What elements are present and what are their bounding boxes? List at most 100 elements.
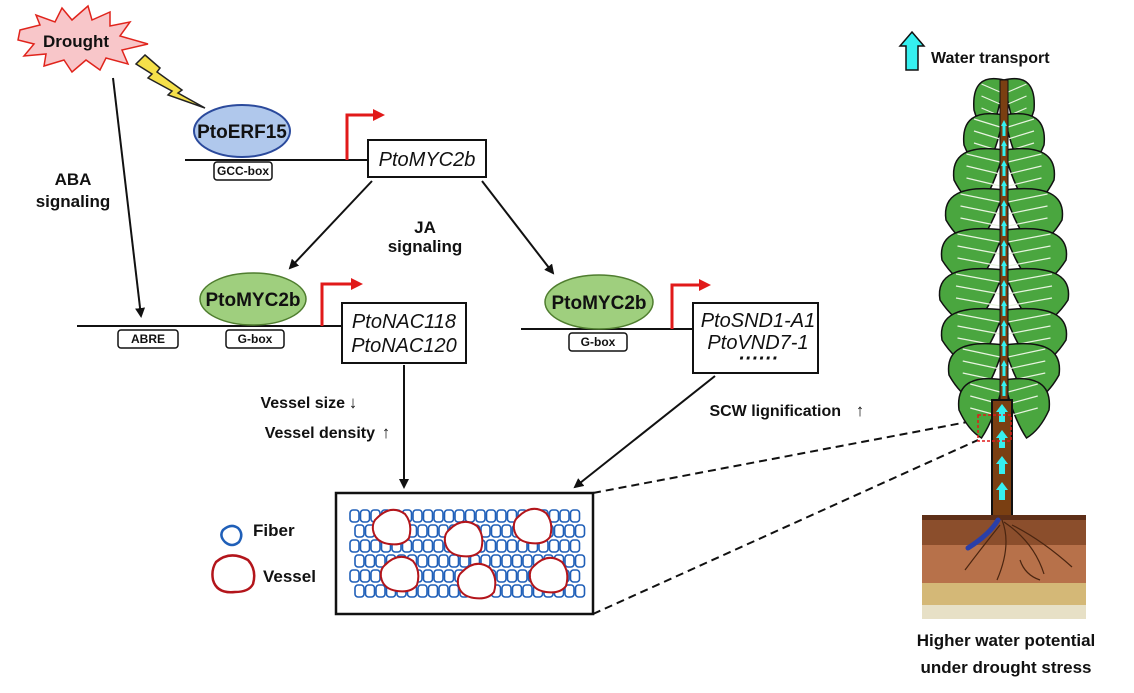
fiber-cell xyxy=(496,569,507,583)
leaf-vein xyxy=(1007,325,1051,335)
vessel-cell xyxy=(379,555,420,593)
fiber-cell xyxy=(364,554,376,568)
fiber-cell xyxy=(501,554,512,568)
leaf-vein xyxy=(1007,217,1048,227)
fiber-cell xyxy=(511,584,523,598)
fiber-cell xyxy=(511,554,523,568)
abre-box xyxy=(117,329,179,349)
ja-arrow-right xyxy=(481,180,555,275)
g-box-left xyxy=(225,329,285,349)
fiber-cell xyxy=(354,524,365,538)
fiber-cell xyxy=(438,584,449,598)
leaf-vein xyxy=(960,193,1001,203)
fiber-cell xyxy=(490,554,502,568)
leaf-vein xyxy=(1007,205,1048,215)
vessel-cell xyxy=(456,562,497,600)
leaf-vein xyxy=(955,285,1001,295)
leaf-vein xyxy=(966,153,1001,163)
leaf-vein xyxy=(973,118,1001,128)
fiber-cell xyxy=(417,584,428,598)
erf15-label: PtoERF15 xyxy=(197,122,287,143)
fiber-cell xyxy=(417,554,428,568)
fiber-cell xyxy=(438,554,449,568)
fiber-cell xyxy=(359,509,371,523)
leaf-vein xyxy=(1007,297,1053,307)
water-arrow-icon xyxy=(898,30,926,71)
fiber-cell xyxy=(517,569,528,583)
g-box-left-label: G-box xyxy=(238,332,273,346)
fiber-cell xyxy=(569,569,581,583)
vessel-density-arrow: ↑ xyxy=(382,423,391,442)
fiber-cell xyxy=(433,569,444,583)
fiber-cell xyxy=(364,584,376,598)
leaf-vein xyxy=(962,360,1001,370)
myc2b-left-label: PtoMYC2b xyxy=(206,290,301,311)
soil-surface xyxy=(922,515,1086,520)
vessel-cell xyxy=(443,520,484,558)
leaf-vein xyxy=(957,325,1001,335)
fiber-cell xyxy=(485,509,497,523)
gene-myc2b-label: PtoMYC2b xyxy=(379,149,476,171)
g-box-right-label: G-box xyxy=(581,335,616,349)
leaf-vein xyxy=(1007,383,1038,393)
leaf-vein xyxy=(957,257,1001,267)
zoom-region-marker xyxy=(977,414,1012,442)
fiber-cell xyxy=(506,509,518,523)
fiber-cell xyxy=(564,584,575,598)
vessel-cells xyxy=(371,507,569,600)
fiber-cell xyxy=(475,509,486,523)
leaf-vein xyxy=(966,165,1001,175)
water-flow-arrow xyxy=(1001,380,1007,396)
water-root xyxy=(965,517,1001,551)
aba-label-1: ABA xyxy=(55,170,92,189)
water-flow-arrow xyxy=(1001,200,1007,216)
soil-layer-mid xyxy=(922,545,1086,583)
fiber-cell xyxy=(412,509,423,523)
leaf-vein xyxy=(1007,177,1042,187)
leaf-vein xyxy=(960,217,1001,227)
leaf-vein xyxy=(1007,273,1053,283)
fiber-cell xyxy=(375,554,386,568)
fiber-cell xyxy=(349,569,360,583)
fiber-cell xyxy=(496,509,507,523)
fiber-legend-icon xyxy=(220,524,243,547)
leaf-vein xyxy=(1007,118,1035,128)
fiber-cell xyxy=(569,539,581,553)
gcc-box xyxy=(213,161,273,181)
gene-box-nac xyxy=(341,302,467,364)
fiber-cell xyxy=(548,539,560,553)
fiber-cell xyxy=(359,539,371,553)
leaf-vein xyxy=(1007,95,1027,105)
ja-arrow-left xyxy=(288,180,373,270)
water-flow-arrow xyxy=(1001,300,1007,316)
fiber-cell xyxy=(506,569,518,583)
water-flow-arrow xyxy=(1001,360,1007,376)
soil-layer-bottom xyxy=(922,605,1086,619)
myc2b-protein-right xyxy=(544,274,654,330)
fiber-cell xyxy=(574,584,586,598)
tss-arrow-top xyxy=(345,109,385,160)
leaf-vein xyxy=(955,273,1001,283)
leaves xyxy=(938,77,1070,440)
drought-label: Drought xyxy=(43,32,109,51)
roots xyxy=(964,519,1073,581)
leaf-vein xyxy=(1007,130,1035,140)
leaf-vein xyxy=(957,313,1001,323)
fiber-cell xyxy=(375,584,386,598)
fiber-cell xyxy=(422,539,434,553)
vessel-cell xyxy=(528,556,569,594)
gcc-box-label: GCC-box xyxy=(217,164,269,178)
fiber-cell xyxy=(501,524,512,538)
gene-nac120-label: PtoNAC120 xyxy=(351,335,457,357)
ja-label-1: JA xyxy=(414,218,436,237)
zoom-line-top xyxy=(592,419,979,494)
vessel-size-label: Vessel size xyxy=(260,395,345,412)
gene-box-myc2b xyxy=(367,139,487,178)
fiber-cell xyxy=(349,509,360,523)
fiber-cell xyxy=(427,584,439,598)
fiber-cell xyxy=(443,509,455,523)
leaf-vein xyxy=(1007,257,1051,267)
vessel-cell xyxy=(512,507,553,545)
leaf-vein xyxy=(1007,83,1027,93)
